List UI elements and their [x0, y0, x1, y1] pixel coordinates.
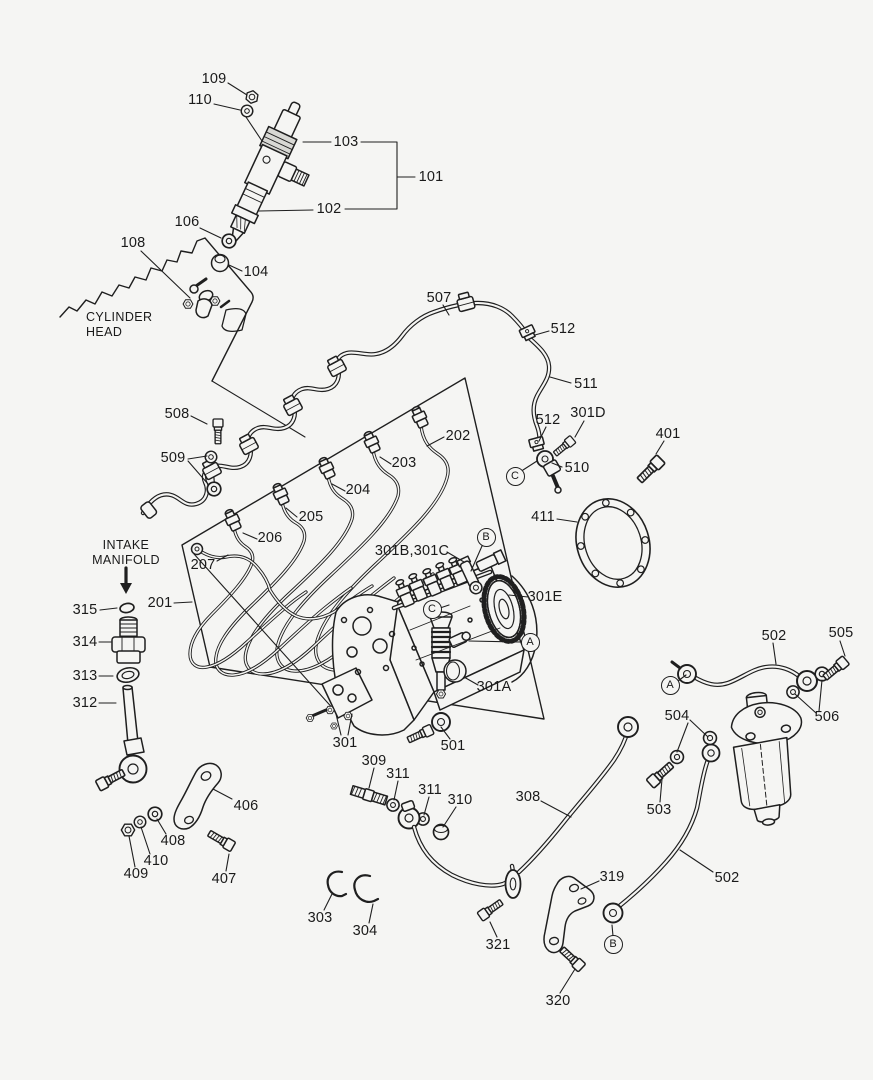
marker-b-pump: B: [476, 527, 496, 547]
callout-510: 510: [564, 460, 590, 476]
callout-102: 102: [316, 201, 342, 217]
pipe-502-lower-art: [602, 729, 721, 924]
callout-401: 401: [655, 426, 681, 442]
callout-206: 206: [257, 530, 283, 546]
stud-309-art: [349, 784, 450, 841]
callout-319: 319: [599, 869, 625, 885]
callout-409: 409: [123, 866, 149, 882]
callout-309: 309: [361, 753, 387, 769]
callout-104: 104: [243, 264, 269, 280]
callout-408: 408: [160, 833, 186, 849]
camshaft-stub-art: [475, 549, 507, 572]
callout-506: 506: [814, 709, 840, 725]
callout-109: 109: [201, 71, 227, 87]
bolt-401-art: [634, 453, 667, 486]
callout-202: 202: [445, 428, 471, 444]
callout-103: 103: [333, 134, 359, 150]
callout-110: 110: [188, 92, 212, 108]
bracket-319-art: [476, 875, 595, 973]
callout-101: 101: [418, 169, 444, 185]
marker-a-filter: A: [660, 675, 680, 695]
callout-320: 320: [545, 993, 571, 1009]
callout-301b-301c: 301B,301C: [374, 543, 450, 559]
callout-313: 313: [72, 668, 98, 684]
boss-301a-art: [443, 659, 467, 683]
callout-308: 308: [515, 789, 541, 805]
callout-303: 303: [307, 910, 333, 926]
callout-106: 106: [174, 214, 200, 230]
pipe-502-upper-art: [670, 655, 851, 701]
callout-502-lower: 502: [714, 870, 740, 886]
pipe-308-art: [397, 716, 639, 899]
banjo-501-art: [405, 712, 451, 746]
down-arrow-icon: [120, 583, 132, 594]
clip-hooks-art: [326, 870, 380, 903]
callout-509: 509: [160, 450, 186, 466]
leader-lines: [98, 82, 846, 994]
marker-a-pump: A: [520, 632, 540, 652]
banjo-bolt-301b-art: [456, 555, 483, 595]
callout-406: 406: [233, 798, 259, 814]
fuel-filter-art: [730, 691, 803, 826]
callout-301: 301: [332, 735, 358, 751]
injector-art: [182, 89, 310, 319]
injection-pipes-art: [188, 403, 478, 677]
marker-c-banjo: C: [505, 466, 525, 486]
callout-304: 304: [352, 923, 378, 939]
callout-203: 203: [391, 455, 417, 471]
clamp-512-lower-art: [528, 435, 545, 452]
bolt-503-art: [645, 759, 677, 790]
gasket-411-art: [575, 497, 651, 589]
callout-207: 207: [190, 557, 216, 573]
marker-c-pump: C: [422, 599, 442, 619]
callout-508: 508: [164, 406, 190, 422]
bolt-407-art: [205, 827, 237, 853]
callout-201: 201: [147, 595, 173, 611]
callout-507: 507: [426, 290, 452, 306]
fitting-a-art: [448, 631, 471, 649]
callout-407: 407: [211, 871, 237, 887]
callout-311-a: 311: [386, 766, 410, 782]
callout-512-upper: 512: [550, 321, 576, 337]
pump-art: [193, 549, 538, 746]
callout-312: 312: [72, 695, 98, 711]
marker-b-pipe: B: [603, 934, 623, 954]
callout-411: 411: [531, 509, 555, 525]
callout-205: 205: [298, 509, 324, 525]
callout-301d: 301D: [570, 405, 606, 421]
bolt-321-art: [476, 897, 506, 922]
callout-311-b: 311: [418, 782, 442, 798]
bolt-320-art: [557, 944, 587, 973]
callout-511: 511: [574, 376, 598, 392]
banjo-510-art: [536, 450, 562, 494]
callout-310: 310: [447, 792, 473, 808]
callout-504: 504: [664, 708, 690, 724]
plug-310-art: [432, 823, 450, 841]
callout-512-lower: 512: [535, 412, 561, 428]
bolt-508-art: [212, 418, 224, 445]
callout-410: 410: [143, 853, 169, 869]
callout-314: 314: [72, 634, 98, 650]
clamp-512-upper-art: [518, 324, 536, 342]
callout-503: 503: [646, 802, 672, 818]
callout-204: 204: [345, 482, 371, 498]
overflow-fitting-art: [94, 566, 148, 792]
leakoff-clamp-art: [182, 277, 231, 319]
callout-301a: 301A: [476, 679, 512, 695]
callout-315: 315: [72, 602, 98, 618]
bolt-301d-art: [551, 434, 577, 459]
callout-321: 321: [485, 937, 511, 953]
bracket-406-art: [120, 762, 237, 853]
callout-505: 505: [828, 625, 854, 641]
callout-301e: 301E: [527, 589, 563, 605]
callout-501: 501: [440, 738, 466, 754]
callout-108: 108: [120, 235, 146, 251]
banjo-bolt-312-art: [94, 766, 127, 792]
callout-502-upper: 502: [761, 628, 787, 644]
